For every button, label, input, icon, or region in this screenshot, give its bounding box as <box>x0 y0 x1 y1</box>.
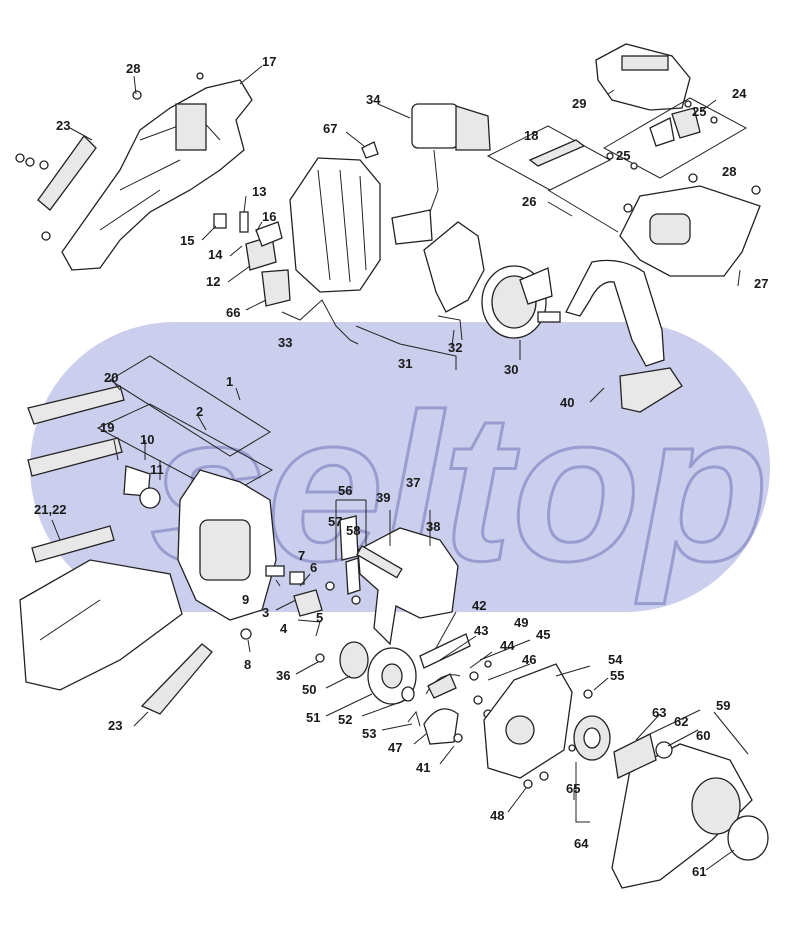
callout-32: 32 <box>448 340 462 355</box>
part-67 <box>361 141 379 159</box>
callout-66: 66 <box>226 305 240 320</box>
callout-58: 58 <box>346 523 360 538</box>
callout-28: 28 <box>126 61 140 76</box>
callout-56: 56 <box>338 483 352 498</box>
screw-55 <box>583 689 593 699</box>
callout-27: 27 <box>754 276 768 291</box>
throttle-parts <box>213 211 291 307</box>
callout-30: 30 <box>504 362 518 377</box>
brake-band-parts <box>419 633 493 745</box>
callout-26: 26 <box>522 194 536 209</box>
callout-7: 7 <box>298 548 305 563</box>
callout-3: 3 <box>262 605 269 620</box>
callout-1: 1 <box>226 374 233 389</box>
callout-50: 50 <box>302 682 316 697</box>
callout-63: 63 <box>652 705 666 720</box>
callout-17: 17 <box>262 54 276 69</box>
callout-57: 57 <box>328 514 342 529</box>
callout-43: 43 <box>474 623 488 638</box>
callout-20: 20 <box>104 370 118 385</box>
callout-33: 33 <box>278 335 292 350</box>
callout-60: 60 <box>696 728 710 743</box>
callout-4: 4 <box>280 621 288 636</box>
leader-lines <box>51 65 749 871</box>
callout-10: 10 <box>140 432 154 447</box>
decal-sheets <box>27 355 274 563</box>
callout-48: 48 <box>490 808 504 823</box>
callout-44: 44 <box>500 638 515 653</box>
ignition-module <box>391 103 491 245</box>
handle-housing <box>61 79 253 271</box>
callout-54: 54 <box>608 652 623 667</box>
chain-guard-strip <box>37 134 97 211</box>
filter-set-box <box>602 97 748 179</box>
callout-18: 18 <box>524 128 538 143</box>
front-handle <box>565 259 683 413</box>
callout-55: 55 <box>610 668 624 683</box>
oil-pump-parts <box>240 565 335 640</box>
callout-64: 64 <box>574 836 589 851</box>
callout-11: 11 <box>150 462 164 477</box>
callout-59: 59 <box>716 698 730 713</box>
screws-left <box>15 153 51 241</box>
callout-46: 46 <box>522 652 536 667</box>
label-box-18 <box>486 125 612 191</box>
callout-38: 38 <box>426 519 440 534</box>
callout-23b: 23 <box>108 718 122 733</box>
sprocket <box>568 715 611 823</box>
callout-9: 9 <box>242 592 249 607</box>
bottom-bumper <box>140 643 213 715</box>
callout-53: 53 <box>362 726 376 741</box>
callout-24: 24 <box>732 86 747 101</box>
callout-61: 61 <box>692 864 706 879</box>
callout-6: 6 <box>310 560 317 575</box>
clutch-parts <box>315 641 421 727</box>
callout-28b: 28 <box>722 164 736 179</box>
callout-15: 15 <box>180 233 194 248</box>
callout-2: 2 <box>196 404 203 419</box>
callout-13: 13 <box>252 184 266 199</box>
callout-labels: 28 17 34 23 67 29 24 25 18 25 28 13 26 1… <box>34 54 768 879</box>
callout-34: 34 <box>366 92 381 107</box>
flywheel-assembly <box>481 265 561 339</box>
callout-21-22: 21,22 <box>34 502 67 517</box>
callout-5: 5 <box>316 610 323 625</box>
callout-47: 47 <box>388 740 402 755</box>
shroud-32 <box>423 221 485 313</box>
callout-25b: 25 <box>616 148 630 163</box>
callout-45: 45 <box>536 627 550 642</box>
callout-51: 51 <box>306 710 320 725</box>
callout-31: 31 <box>398 356 412 371</box>
callout-37: 37 <box>406 475 420 490</box>
callout-25: 25 <box>692 104 706 119</box>
carburetor-box <box>289 157 381 293</box>
callout-8: 8 <box>244 657 251 672</box>
callout-14: 14 <box>208 247 223 262</box>
chain-brake-handguard <box>357 527 459 646</box>
callout-42: 42 <box>472 598 486 613</box>
callout-36: 36 <box>276 668 290 683</box>
air-filter-cover <box>595 43 691 111</box>
callout-16: 16 <box>262 209 276 224</box>
callout-19: 19 <box>100 420 114 435</box>
callout-39: 39 <box>376 490 390 505</box>
callout-65: 65 <box>566 781 580 796</box>
callout-12: 12 <box>206 274 220 289</box>
callout-23: 23 <box>56 118 70 133</box>
callout-67: 67 <box>323 121 337 136</box>
callout-41: 41 <box>416 760 430 775</box>
callout-62: 62 <box>674 714 688 729</box>
side-housing <box>19 559 183 691</box>
callout-52: 52 <box>338 712 352 727</box>
callout-40: 40 <box>560 395 574 410</box>
callout-29: 29 <box>572 96 586 111</box>
callout-49: 49 <box>514 615 528 630</box>
